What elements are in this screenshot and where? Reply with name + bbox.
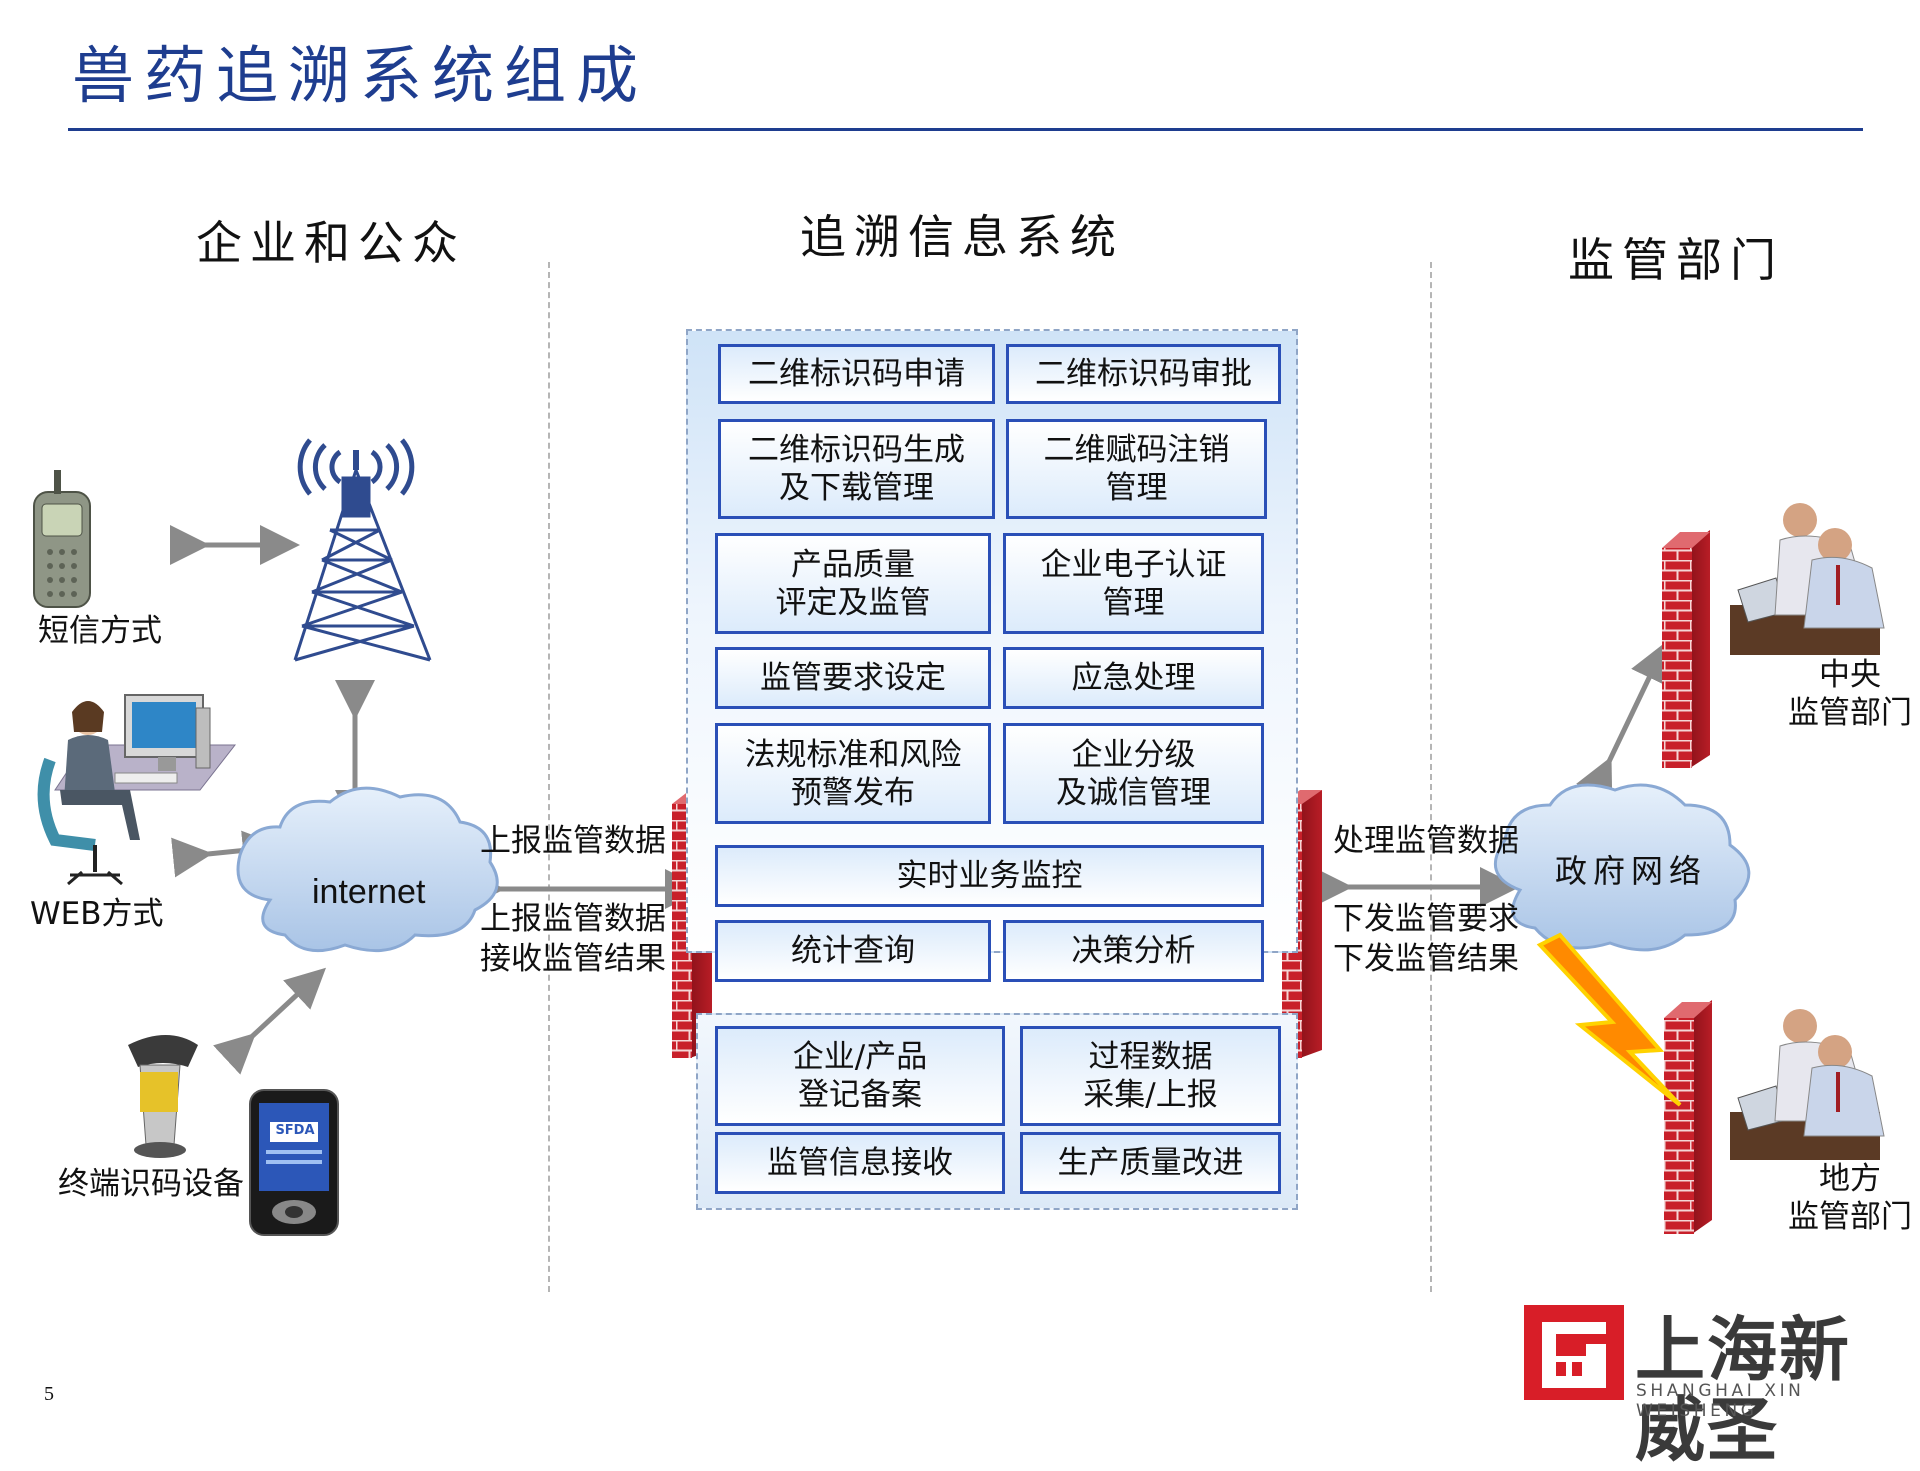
module-label: 二维标识码生成 及下载管理 (748, 432, 965, 506)
central-regulators-icon (1730, 503, 1885, 655)
local-regulators-icon (1730, 1009, 1885, 1160)
section-regulators: 监管部门 (1568, 233, 1784, 287)
divider-left (548, 262, 550, 1292)
arrow-gov-central (1576, 641, 1668, 802)
module-label: 决策分析 (1071, 933, 1196, 969)
module-label: 企业/产品 登记备案 (792, 1039, 928, 1113)
section-traceability-system: 追溯信息系统 (800, 210, 1124, 264)
web-user-icon (37, 694, 237, 886)
module-e-auth: 企业电子认证 管理 (1003, 533, 1264, 634)
pda-logo-text: SFDA (275, 1123, 315, 1138)
terminal-label: 终端识码设备 (58, 1166, 244, 1202)
title-rule (68, 128, 1863, 131)
central-regulators-label: 中央 监管部门 (1788, 657, 1912, 731)
right-flow-process: 处理监管数据 (1333, 823, 1519, 859)
module-process-data: 过程数据 采集/上报 (1020, 1026, 1281, 1126)
sms-label: 短信方式 (38, 613, 162, 649)
right-flow-issue-result: 下发监管结果 (1333, 941, 1519, 977)
module-statistics: 统计查询 (715, 920, 991, 982)
firewall-central (1662, 530, 1710, 768)
module-label: 二维标识码申请 (748, 356, 965, 392)
module-label: 监管要求设定 (760, 660, 946, 696)
module-info-receive: 监管信息接收 (715, 1132, 1005, 1194)
module-label: 监管信息接收 (767, 1145, 953, 1181)
module-credit-grading: 企业分级 及诚信管理 (1003, 723, 1264, 824)
mobile-phone-icon (33, 470, 91, 608)
firewall-local (1664, 1000, 1712, 1234)
module-label: 生产质量改进 (1057, 1145, 1244, 1181)
barcode-scanner-icon (128, 1035, 198, 1158)
module-label: 应急处理 (1071, 660, 1196, 696)
module-label: 企业分级 及诚信管理 (1056, 736, 1211, 811)
module-label: 统计查询 (791, 933, 915, 969)
page-number: 5 (44, 1383, 54, 1405)
module-regulation-warning: 法规标准和风险 预警发布 (715, 723, 991, 824)
module-realtime-monitor: 实时业务监控 (715, 845, 1264, 907)
left-flow-receive: 接收监管结果 (480, 941, 666, 977)
module-qr-apply: 二维标识码申请 (718, 344, 995, 404)
left-flow-report: 上报监管数据 (480, 823, 666, 859)
module-label: 法规标准和风险 预警发布 (744, 736, 962, 811)
divider-right (1430, 262, 1432, 1292)
internet-label: internet (312, 873, 426, 911)
module-decision: 决策分析 (1003, 920, 1264, 982)
page-title: 兽药追溯系统组成 (72, 39, 649, 112)
module-label: 企业电子认证 管理 (1040, 546, 1227, 621)
right-flow-issue-req: 下发监管要求 (1333, 901, 1519, 937)
local-regulators-label: 地方 监管部门 (1788, 1161, 1912, 1235)
module-label: 二维标识码审批 (1035, 356, 1252, 392)
module-qr-cancel: 二维赋码注销 管理 (1006, 419, 1267, 519)
web-label: WEB方式 (30, 896, 164, 932)
module-qr-generate: 二维标识码生成 及下载管理 (718, 419, 995, 519)
module-label: 产品质量 评定及监管 (775, 546, 931, 621)
company-name-en: SHANGHAI XIN WEISHENG (1636, 1381, 1805, 1421)
internet-cloud (236, 786, 499, 953)
arrow-terminal-internet (213, 967, 326, 1075)
lightning-bolt-icon (1536, 932, 1682, 1107)
module-quality-eval: 产品质量 评定及监管 (715, 533, 991, 634)
diagram-graphics (33, 438, 1885, 1400)
module-req-setting: 监管要求设定 (715, 647, 991, 709)
pda-device-icon (249, 1089, 339, 1236)
module-emergency: 应急处理 (1003, 647, 1264, 709)
module-label: 二维赋码注销 管理 (1043, 432, 1230, 506)
government-network-cloud (1494, 783, 1751, 952)
radio-tower-icon (293, 438, 432, 662)
module-quality-improve: 生产质量改进 (1020, 1132, 1281, 1194)
module-registration: 企业/产品 登记备案 (715, 1026, 1005, 1126)
module-label: 实时业务监控 (896, 858, 1083, 894)
module-qr-approve: 二维标识码审批 (1006, 344, 1281, 404)
left-flow-report-2: 上报监管数据 (480, 901, 666, 937)
company-logo-icon (1524, 1305, 1624, 1400)
gov-network-label: 政府网络 (1555, 852, 1708, 890)
module-label: 过程数据 采集/上报 (1083, 1039, 1218, 1113)
section-enterprise-public: 企业和公众 (196, 216, 466, 270)
